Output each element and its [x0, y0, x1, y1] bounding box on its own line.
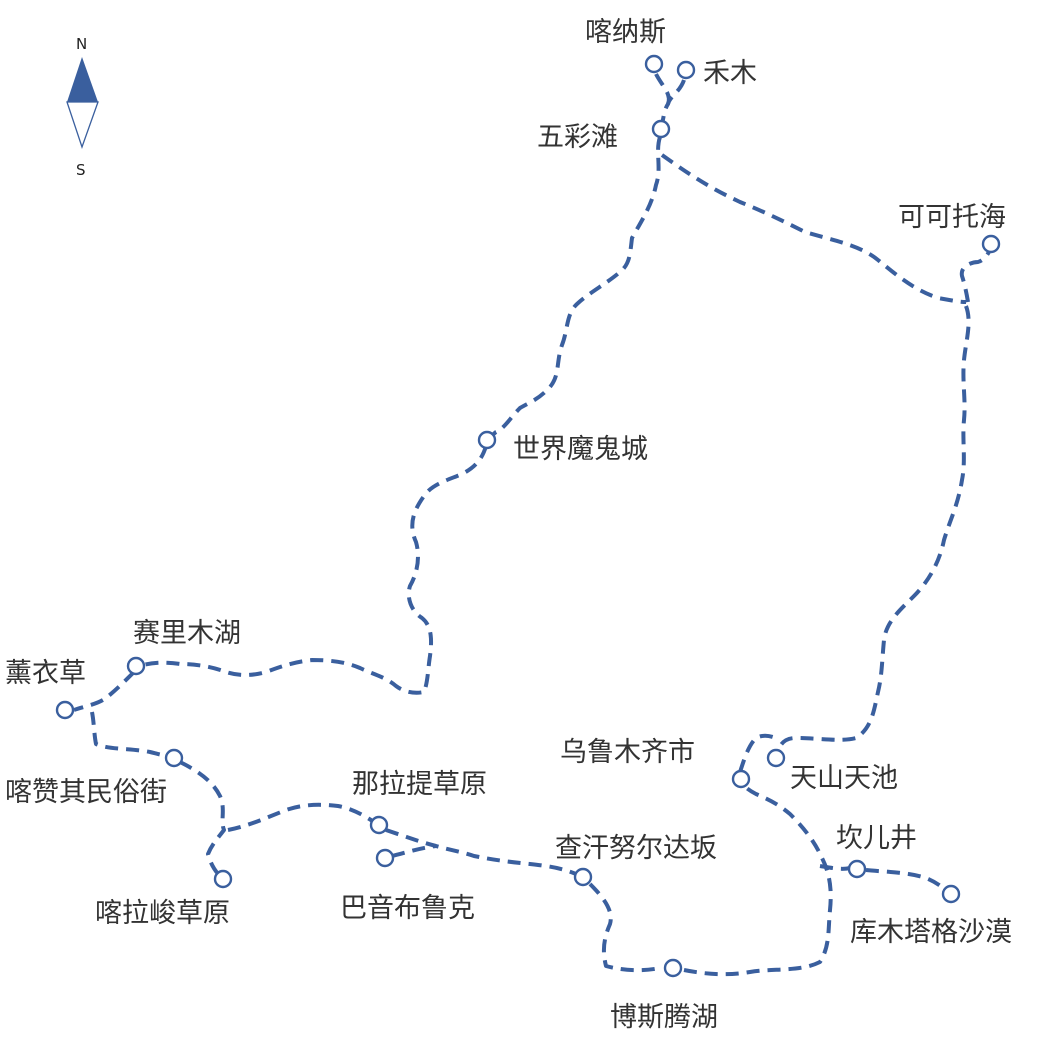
route-segment-bayinbuluke-link [391, 844, 437, 858]
node-nalati [369, 815, 389, 835]
node-tianchi [766, 748, 786, 768]
route-segment-wucaitan-keketuohai [660, 153, 994, 304]
label-kanas: 喀纳斯 [585, 17, 666, 48]
node-wucaitan [651, 119, 671, 139]
label-wucaitan: 五彩滩 [537, 122, 618, 153]
label-bayinbuluke: 巴音布鲁克 [340, 893, 475, 924]
compass: N S [66, 35, 99, 179]
label-chahannur: 查汗努尔达坂 [555, 833, 717, 864]
label-nalati: 那拉提草原 [352, 769, 487, 800]
route-segment-ghost-city-sayram [139, 445, 488, 695]
route-segment-wucaitan-ghost-city [486, 136, 662, 442]
label-urumqi: 乌鲁木齐市 [560, 737, 695, 768]
route-segment-keketuohai-tianchi [774, 305, 971, 757]
south-arrow-icon [66, 101, 99, 149]
node-ghost-city [477, 430, 497, 450]
node-sayram-lake [126, 656, 146, 676]
node-hemu [676, 60, 696, 80]
label-ghost-city: 世界魔鬼城 [513, 434, 648, 465]
route-segment-kazanqi-kalajun [179, 760, 226, 878]
label-kalajun: 喀拉峻草原 [95, 898, 230, 929]
route-segment-sayram-lavender [73, 670, 136, 712]
node-karez [847, 859, 867, 879]
compass-south-label: S [76, 161, 86, 179]
label-karez: 坎儿井 [836, 823, 917, 854]
north-arrow-icon [67, 57, 98, 102]
label-sayram-lake: 赛里木湖 [133, 618, 241, 649]
node-kalajun [213, 869, 233, 889]
route-segment-nalati-bayinbuluke-chahannur [385, 828, 577, 876]
route-segment-kanas-wucaitan [654, 73, 671, 105]
node-bosten-lake [663, 958, 683, 978]
node-kazanqi [164, 748, 184, 768]
node-kumtag [941, 884, 961, 904]
route-segment-hemu-wucaitan [660, 79, 686, 125]
node-urumqi [731, 769, 751, 789]
stations [55, 54, 1001, 978]
label-lavender: 薰衣草 [5, 658, 86, 689]
place-labels: 喀纳斯 禾木 五彩滩 可可托海 世界魔鬼城 赛里木湖 薰衣草 喀赞其民俗街 喀拉… [5, 17, 1012, 1033]
route-segment-kalajun-nalati [227, 802, 376, 832]
route-segment-chahannur-bosten [588, 882, 661, 973]
node-kanas [644, 54, 664, 74]
node-chahannur [573, 867, 593, 887]
compass-north-label: N [76, 35, 87, 53]
node-keketuohai [981, 234, 1001, 254]
node-bayinbuluke [375, 848, 395, 868]
node-lavender [55, 700, 75, 720]
route-segment-lavender-kazanqi [90, 711, 171, 758]
label-kumtag: 库木塔格沙漠 [850, 917, 1012, 948]
label-hemu: 禾木 [703, 58, 757, 89]
label-keketuohai: 可可托海 [898, 202, 1006, 233]
route [73, 73, 994, 977]
label-kazanqi: 喀赞其民俗街 [5, 777, 167, 808]
route-segment-karez-kumtag [819, 864, 952, 896]
label-bosten-lake: 博斯腾湖 [610, 1002, 718, 1033]
label-tianchi: 天山天池 [790, 763, 898, 794]
route-segment-bosten-urumqi [683, 780, 833, 977]
route-segment-urumqi-tianchi [738, 733, 777, 773]
